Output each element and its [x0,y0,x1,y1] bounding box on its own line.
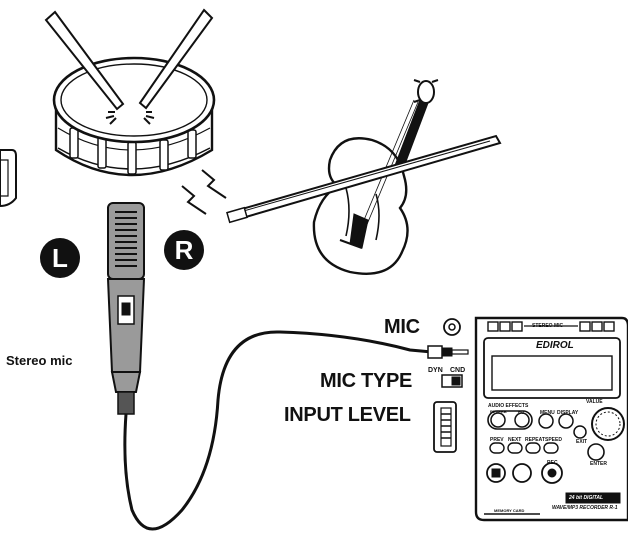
input-level-label: INPUT LEVEL [284,404,411,426]
value-label: VALUE [586,399,603,405]
rec-label: REC [547,460,558,466]
mic-type-dyn-label: DYN [428,367,443,374]
mic-cable [123,330,433,531]
memory-card-label: MEMORY CARD [494,508,525,513]
right-channel-badge: R [164,230,204,270]
offscreen-device [0,149,17,208]
input-level-dial [433,401,457,453]
exit-label: EXIT [576,439,588,445]
mic-label: MIC [384,316,420,338]
recorder-model: WAVE/MP3 RECORDER R-1 [552,505,618,511]
stereo-mic [106,202,146,415]
enter-label: ENTER [590,461,607,467]
audio-effects-label: AUDIO EFFECTS [488,403,529,409]
mic-type-label: MIC TYPE [320,370,413,392]
recorder-badge: 24 bit DIGITAL [569,495,604,501]
recorder-r1 [474,316,628,522]
mic-jack-symbol [443,318,461,336]
prev-label: PREV [490,437,504,443]
mic-type-cnd-label: CND [450,367,466,374]
stereo-mic-label: Stereo mic [6,353,73,368]
recorder-brand: EDIROL [536,340,574,351]
mic-plug [427,345,469,359]
display-label: DISPLAY [557,410,579,416]
drum-sticks [44,8,214,125]
mic-type-switch [441,374,463,388]
next-label: NEXT [508,437,522,443]
left-channel-badge: L [40,238,80,278]
speed-label: SPEED [545,437,562,443]
reverb-label: REVERB [490,409,507,414]
repeat-label: REPEAT [525,437,545,443]
eq-label: EQ [518,409,524,414]
recorder-stereo-mic-label: STEREO MIC [532,323,564,329]
menu-label: MENU [540,410,555,416]
violin-bow [226,134,502,224]
sound-waves [181,169,227,215]
snare-drum [52,56,216,177]
